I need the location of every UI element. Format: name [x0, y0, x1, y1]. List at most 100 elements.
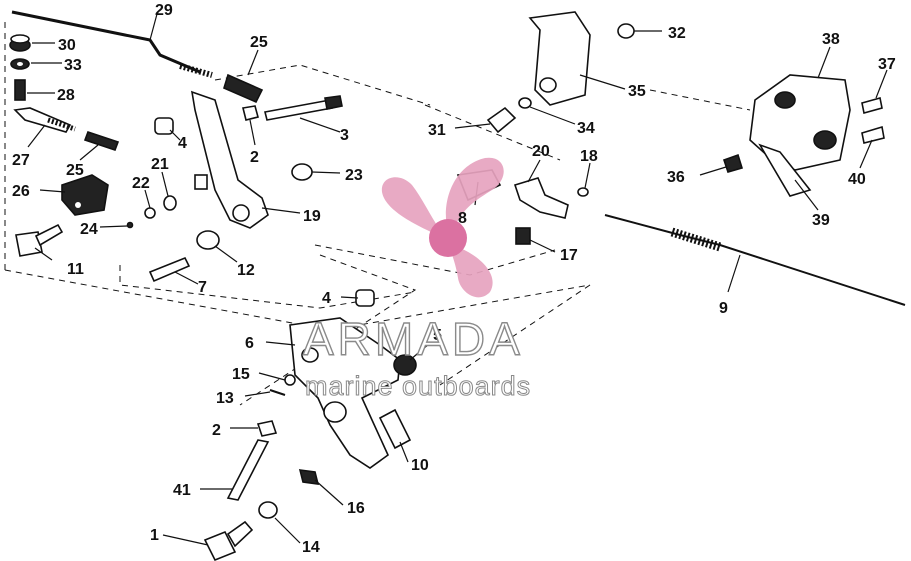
leader-9 [727, 254, 741, 293]
knob-30-top [10, 34, 30, 44]
bushing-4-upper [154, 117, 174, 135]
leader-10 [399, 441, 409, 463]
leader-2-upper [249, 119, 256, 146]
callout-1: 1 [150, 527, 159, 544]
callout-18: 18 [580, 148, 598, 165]
leader-lines [27, 13, 888, 546]
bracket-38 [749, 74, 851, 171]
bracket-38-clamp-top [774, 91, 796, 109]
callout-6: 6 [245, 335, 254, 352]
watermark-title: ARMADA [303, 313, 524, 365]
leader-24 [99, 225, 128, 228]
bolt-11-head [15, 231, 43, 257]
leader-20 [527, 159, 541, 183]
leader-4-lower [340, 296, 359, 299]
leader-6 [265, 341, 296, 346]
callout-41: 41 [173, 482, 191, 499]
washer-12 [196, 230, 220, 250]
pin-7 [148, 256, 191, 283]
washer-23 [291, 163, 313, 181]
callout-19: 19 [303, 208, 321, 225]
callout-25-left: 25 [66, 162, 84, 179]
leader-37 [875, 69, 888, 99]
leader-19 [261, 207, 301, 214]
callout-10: 10 [411, 457, 429, 474]
callout-29: 29 [155, 2, 173, 19]
callout-34: 34 [577, 120, 595, 137]
leader-36 [699, 166, 727, 176]
block-26 [61, 174, 109, 216]
callout-13: 13 [216, 390, 234, 407]
propeller-hub [429, 219, 467, 257]
callout-7: 7 [198, 279, 207, 296]
outline-bracket [649, 89, 751, 111]
callout-labels: 29 30 33 28 27 25 26 24 11 22 21 4 25 2 … [12, 2, 896, 556]
watermark-text: ARMADA marine outboards [302, 312, 530, 401]
bushing-4-lower [355, 289, 375, 307]
callout-4-lower: 4 [322, 290, 331, 307]
leader-16 [314, 479, 344, 506]
pin-13 [269, 389, 286, 396]
screw-3 [264, 99, 333, 121]
block-26-hole [75, 202, 81, 208]
link-25-left [83, 130, 120, 152]
callout-36: 36 [667, 169, 685, 186]
link-25-top [223, 73, 264, 104]
nut-2-upper [242, 105, 259, 121]
propeller-blade-top [445, 157, 504, 232]
leader-12 [214, 245, 238, 263]
washer-18 [577, 187, 589, 197]
lever-19 [190, 90, 269, 229]
callout-24: 24 [80, 221, 98, 238]
nut-36 [722, 153, 744, 173]
leader-25-left [79, 144, 99, 161]
callout-4-upper: 4 [178, 135, 187, 152]
leader-25-top [247, 49, 259, 76]
outline-top [214, 64, 431, 106]
screw-28 [14, 79, 26, 101]
bracket-35 [528, 11, 591, 106]
callout-31: 31 [428, 122, 446, 139]
bolt-11-shank [34, 223, 64, 247]
callout-22: 22 [132, 175, 150, 192]
callout-2-upper: 2 [250, 149, 259, 166]
leader-23 [311, 171, 341, 174]
outline-upper [424, 104, 561, 161]
washer-22 [144, 207, 156, 219]
fitting-16 [298, 469, 320, 485]
callout-32: 32 [668, 25, 686, 42]
pin-31 [486, 106, 517, 134]
callout-15: 15 [232, 366, 250, 383]
leader-31 [454, 123, 491, 129]
rod-end-thread [47, 117, 76, 132]
leader-18 [584, 162, 591, 189]
leader-3 [299, 117, 341, 133]
bushing-21 [163, 195, 177, 211]
cable-9-sleeve [670, 227, 722, 252]
leader-14 [274, 517, 301, 544]
screw-41 [226, 439, 270, 501]
lever-19-pin [194, 174, 208, 190]
leader-1 [162, 534, 209, 546]
pin-10 [378, 408, 412, 450]
leader-39 [794, 179, 819, 211]
washer-34 [518, 97, 532, 109]
lever-19-eye [232, 204, 250, 222]
leader-15 [258, 372, 286, 381]
leader-29 [149, 13, 158, 41]
callout-27: 27 [12, 152, 30, 169]
pin-24 [126, 221, 134, 229]
outline-lower [239, 254, 417, 406]
leader-21 [161, 171, 169, 197]
leader-38 [817, 46, 831, 79]
callout-40: 40 [848, 171, 866, 188]
lever-6-eye [323, 401, 347, 423]
screw-37 [861, 96, 883, 115]
callout-5: 5 [433, 327, 442, 344]
leader-11 [34, 247, 53, 261]
bolt-1-shank [226, 520, 254, 548]
washer-14 [258, 501, 278, 519]
washer-32 [617, 23, 635, 39]
leader-13 [244, 391, 271, 397]
